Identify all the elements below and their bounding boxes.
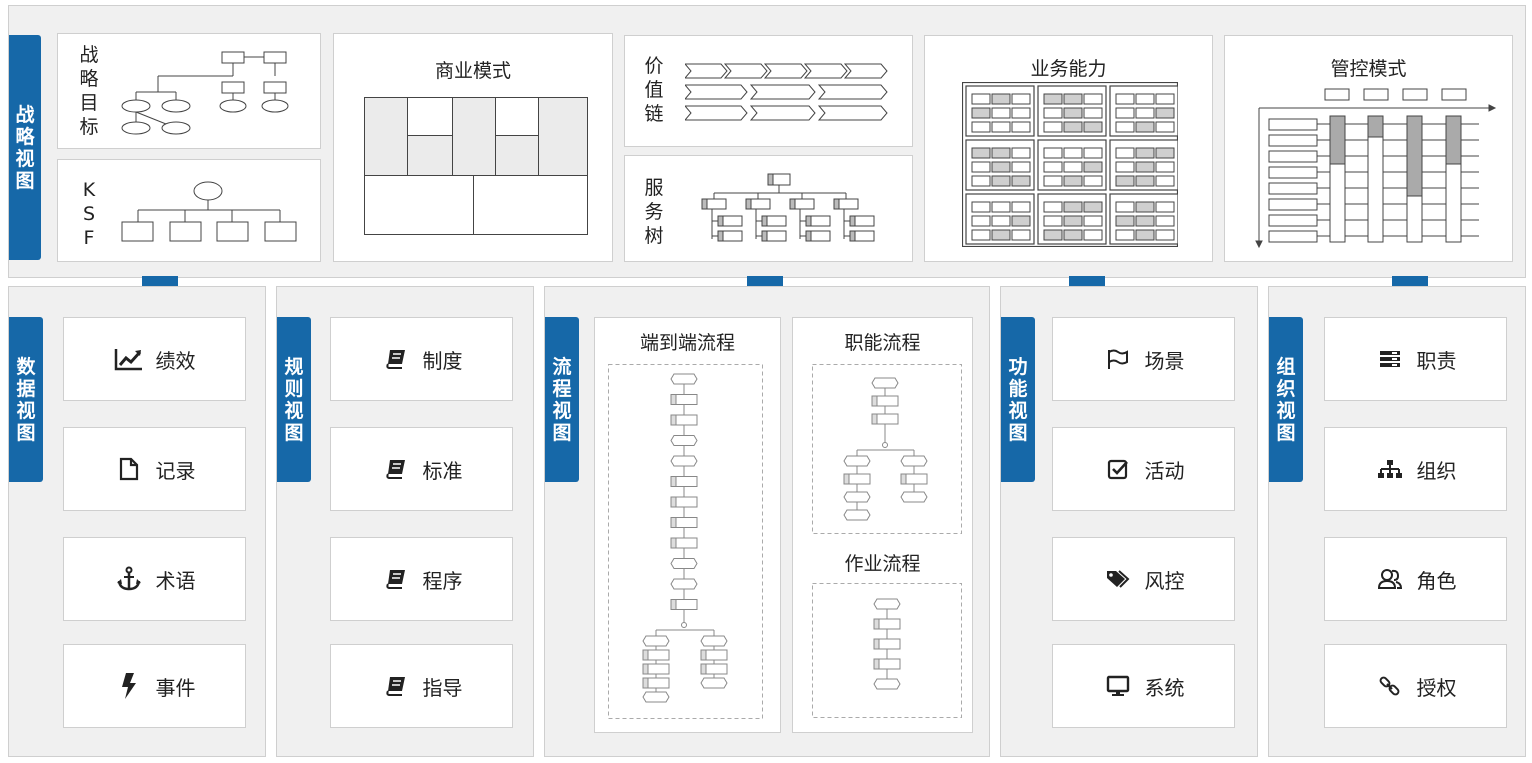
term-label: 术语 <box>155 568 196 593</box>
business-model-card[interactable]: 商业模式 <box>333 33 613 262</box>
responsibility-label: 职责 <box>1416 348 1457 373</box>
performance-item[interactable]: 绩效 <box>63 317 246 401</box>
value-chain-diagram <box>685 63 888 121</box>
monitor-icon <box>1103 671 1133 701</box>
tags-icon <box>1103 564 1133 594</box>
guidance-label: 指导 <box>422 675 463 700</box>
business-capability-card[interactable]: 业务能力 <box>924 35 1213 262</box>
system-item[interactable]: 系统 <box>1052 644 1235 728</box>
strategy-goal-card[interactable]: 战略目标 <box>57 33 321 149</box>
rule-view-tab[interactable]: 规则视图 <box>277 317 311 482</box>
value-chain-label: 价值链 <box>644 55 664 125</box>
system-label: 系统 <box>1144 675 1185 700</box>
bolt-icon <box>114 671 144 701</box>
event-item[interactable]: 事件 <box>63 644 246 728</box>
scenario-item[interactable]: 场景 <box>1052 317 1235 401</box>
role-item[interactable]: 角色 <box>1324 537 1507 621</box>
policy-label: 制度 <box>422 348 463 373</box>
data-view-tab[interactable]: 数据视图 <box>9 317 43 482</box>
capability-grid-diagram <box>962 82 1178 247</box>
process-view-tab[interactable]: 流程视图 <box>545 317 579 482</box>
activity-label: 活动 <box>1144 458 1185 483</box>
functional-flow-diagram <box>812 364 962 534</box>
functional-process-card[interactable]: 职能流程 作业流程 <box>792 317 973 733</box>
service-tree-diagram <box>701 173 875 242</box>
responsibility-item[interactable]: 职责 <box>1324 317 1507 401</box>
org-view-tab[interactable]: 组织视图 <box>1269 317 1303 482</box>
activity-item[interactable]: 活动 <box>1052 427 1235 511</box>
service-tree-card[interactable]: 服务树 <box>624 155 913 262</box>
policy-item[interactable]: 制度 <box>330 317 513 401</box>
business-model-title: 商业模式 <box>434 60 511 82</box>
goal-tree-diagram <box>121 51 289 135</box>
value-chain-card[interactable]: 价值链 <box>624 35 913 147</box>
organization-item[interactable]: 组织 <box>1324 427 1507 511</box>
checkbox-icon <box>1103 454 1133 484</box>
standard-label: 标准 <box>422 458 463 483</box>
book-icon <box>381 564 411 594</box>
authorization-label: 授权 <box>1416 675 1457 700</box>
function-view-tab[interactable]: 功能视图 <box>1001 317 1035 482</box>
standard-item[interactable]: 标准 <box>330 427 513 511</box>
risk-control-label: 风控 <box>1144 568 1185 593</box>
organization-label: 组织 <box>1416 458 1457 483</box>
control-mode-title: 管控模式 <box>1330 58 1407 80</box>
guidance-item[interactable]: 指导 <box>330 644 513 728</box>
functional-process-title: 职能流程 <box>844 332 921 354</box>
strategy-goal-label: 战略目标 <box>79 44 99 138</box>
ksf-label: KSF <box>82 179 96 249</box>
file-icon <box>114 454 144 484</box>
business-capability-title: 业务能力 <box>1030 58 1107 80</box>
chain-icon <box>1375 671 1405 701</box>
operation-flow-diagram <box>812 583 962 718</box>
event-label: 事件 <box>155 675 196 700</box>
term-item[interactable]: 术语 <box>63 537 246 621</box>
risk-control-item[interactable]: 风控 <box>1052 537 1235 621</box>
service-tree-label: 服务树 <box>644 177 664 247</box>
scenario-label: 场景 <box>1144 348 1185 373</box>
performance-label: 绩效 <box>155 348 196 373</box>
end-to-end-process-title: 端到端流程 <box>639 332 735 354</box>
flag-icon <box>1103 344 1133 374</box>
record-label: 记录 <box>155 458 196 483</box>
sitemap-icon <box>1375 454 1405 484</box>
operation-process-title: 作业流程 <box>844 553 921 575</box>
chart-line-icon <box>114 344 144 374</box>
business-model-canvas-diagram <box>364 97 588 235</box>
procedure-label: 程序 <box>422 568 463 593</box>
control-mode-diagram <box>1255 88 1497 249</box>
ksf-tree-diagram <box>121 181 297 242</box>
authorization-item[interactable]: 授权 <box>1324 644 1507 728</box>
end-to-end-process-card[interactable]: 端到端流程 <box>594 317 781 733</box>
end-to-end-flow-diagram <box>608 364 763 719</box>
book-icon <box>381 344 411 374</box>
strategy-view-tab[interactable]: 战略视图 <box>9 35 41 260</box>
role-label: 角色 <box>1416 568 1457 593</box>
book-icon <box>381 454 411 484</box>
book-icon <box>381 671 411 701</box>
user-group-icon <box>1375 564 1405 594</box>
list-icon <box>1375 344 1405 374</box>
control-mode-card[interactable]: 管控模式 <box>1224 35 1513 262</box>
record-item[interactable]: 记录 <box>63 427 246 511</box>
anchor-icon <box>114 564 144 594</box>
ksf-card[interactable]: KSF <box>57 159 321 262</box>
procedure-item[interactable]: 程序 <box>330 537 513 621</box>
